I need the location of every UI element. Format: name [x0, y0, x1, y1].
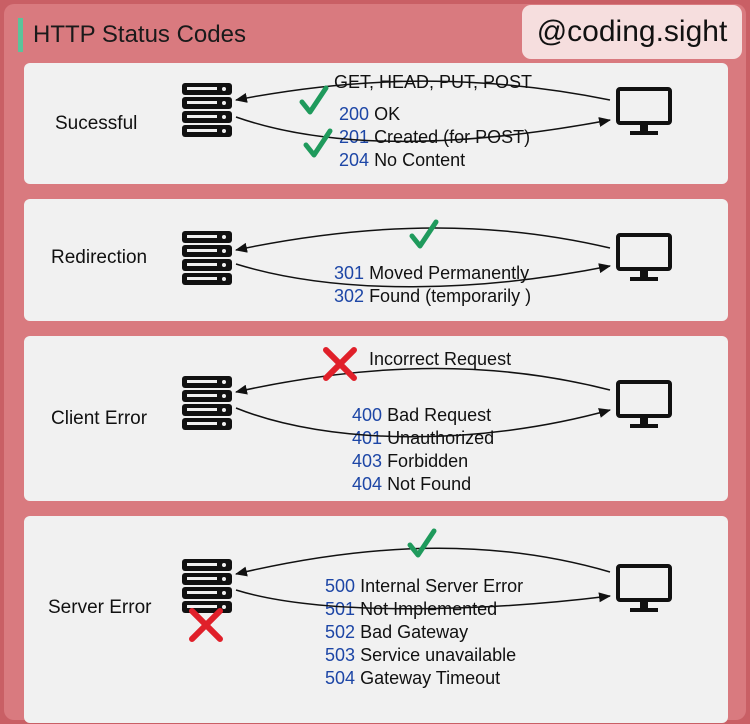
status-code: 503 — [325, 645, 356, 665]
status-row: 401 Unauthorized — [352, 428, 494, 449]
status-code: 502 — [325, 622, 356, 642]
status-row: 400 Bad Request — [352, 405, 491, 426]
status-row: 403 Forbidden — [352, 451, 468, 472]
status-code: 504 — [325, 668, 356, 688]
panel-redirection: Redirection 301 Moved Permanently 302 Fo… — [24, 199, 728, 321]
status-text: Not Implemented — [360, 599, 498, 619]
status-text: OK — [374, 104, 401, 124]
status-code: 400 — [352, 405, 383, 425]
category-label: Redirection — [51, 247, 148, 268]
panel-successful: Sucessful GET, HEAD, PUT, POST 200 OK 20… — [24, 63, 728, 184]
panel-server-error: Server Error 500 Internal Server Error 5… — [24, 516, 728, 723]
status-text: No Content — [374, 150, 466, 170]
status-text: Bad Request — [387, 405, 492, 425]
status-code: 403 — [352, 451, 383, 471]
status-code: 500 — [325, 576, 356, 596]
status-text: Unauthorized — [387, 428, 495, 448]
status-row: 301 Moved Permanently — [334, 263, 529, 284]
status-text: Not Found — [387, 474, 472, 494]
status-row: 500 Internal Server Error — [325, 576, 523, 597]
category-label: Server Error — [48, 597, 152, 618]
status-row: 502 Bad Gateway — [325, 622, 468, 643]
status-row: 503 Service unavailable — [325, 645, 516, 666]
category-label: Sucessful — [55, 113, 138, 134]
status-text: Service unavailable — [360, 645, 517, 665]
status-row: 204 No Content — [339, 150, 465, 171]
status-code: 404 — [352, 474, 383, 494]
status-row: 501 Not Implemented — [325, 599, 497, 620]
status-code: 302 — [334, 286, 365, 306]
request-text: GET, HEAD, PUT, POST — [334, 72, 533, 92]
status-text: Created (for POST) — [374, 127, 531, 147]
status-row: 404 Not Found — [352, 474, 471, 495]
panel-client-error: Client Error Incorrect Request 400 Bad R… — [24, 336, 728, 501]
status-text: Moved Permanently — [369, 263, 530, 283]
status-code: 201 — [339, 127, 370, 147]
status-row: 504 Gateway Timeout — [325, 668, 500, 689]
status-code: 301 — [334, 263, 365, 283]
status-text: Gateway Timeout — [360, 668, 501, 688]
status-row: 200 OK — [339, 104, 400, 125]
status-text: Forbidden — [387, 451, 469, 471]
category-label: Client Error — [51, 408, 148, 429]
diagram-title: HTTP Status Codes — [18, 18, 246, 52]
status-row: 201 Created (for POST) — [339, 127, 530, 148]
request-text: Incorrect Request — [369, 349, 512, 369]
status-text: Internal Server Error — [360, 576, 524, 596]
status-code: 401 — [352, 428, 383, 448]
status-code: 204 — [339, 150, 370, 170]
status-row: 302 Found (temporarily ) — [334, 286, 531, 307]
status-text: Bad Gateway — [360, 622, 469, 642]
status-text: Found (temporarily ) — [369, 286, 532, 306]
brand-badge: @coding.sight — [522, 5, 742, 59]
status-code: 501 — [325, 599, 356, 619]
status-code: 200 — [339, 104, 370, 124]
